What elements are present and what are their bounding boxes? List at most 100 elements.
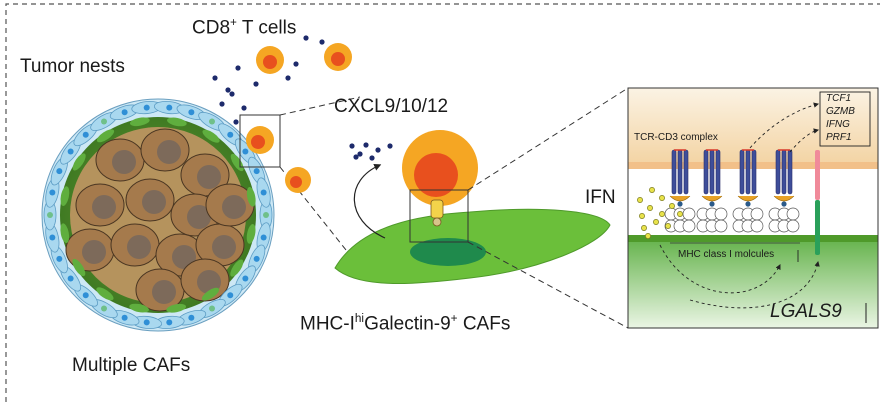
zoom-box-small <box>239 114 281 168</box>
caf-cell-nucleus <box>82 131 89 138</box>
peptide-dot <box>745 201 751 207</box>
green-caf-cell <box>201 287 220 301</box>
blue-caf-cells <box>43 101 273 329</box>
tcr-strand <box>775 149 781 195</box>
mhc-subunit <box>750 207 764 221</box>
mhc-subunit <box>786 219 800 233</box>
green-caf-cell <box>246 186 256 207</box>
chemokine-dot <box>375 147 381 153</box>
zoom-line-top <box>279 96 361 116</box>
chemokine-dot <box>349 143 355 149</box>
multiple-cafs-label: Multiple CAFs <box>72 355 191 376</box>
cd8-text: CD8 <box>192 17 231 39</box>
ifn-dot <box>637 197 643 203</box>
caf-cell-nucleus <box>263 212 269 218</box>
gene-tcf1: TCF1 <box>826 93 851 104</box>
chemokine-dot <box>363 142 369 148</box>
peptide-dot <box>709 201 715 207</box>
ifn-dot <box>659 195 665 201</box>
tcr-mhc-complexes <box>664 149 800 233</box>
cd8-sup: + <box>230 16 237 29</box>
chemokine-dot <box>219 101 225 107</box>
zoom-line-2-top <box>467 87 629 191</box>
tcr-strand <box>751 149 757 195</box>
ifn-dots <box>637 187 683 239</box>
mhc-subunit <box>714 219 728 233</box>
chemokine-dot <box>285 75 291 81</box>
caf-cell-nucleus <box>121 109 128 116</box>
tumor-cell-nucleus <box>127 235 151 259</box>
t-cell-top-2 <box>324 43 352 71</box>
chemokine-dot <box>229 91 235 97</box>
caf-cell-nucleus <box>253 255 260 262</box>
chemokine-dot <box>369 155 375 161</box>
zoom-line-2-bottom <box>467 241 629 329</box>
caf-sup2: + <box>450 312 458 325</box>
ifn-dot <box>653 219 659 225</box>
chemokine-dot <box>212 75 218 81</box>
tim3-bar <box>815 150 820 200</box>
tcr-strand <box>745 149 751 195</box>
gene-box <box>819 91 871 147</box>
ifn-dot <box>649 187 655 193</box>
tcr-strand <box>671 149 677 195</box>
tcr-strand <box>709 149 715 195</box>
tumor-cell-nucleus <box>187 205 211 229</box>
green-caf-cell <box>202 129 220 143</box>
caf-cell-nucleus <box>67 148 74 155</box>
tcr-strand <box>677 149 683 195</box>
green-caf-cell <box>72 153 86 171</box>
tcr-variable-domain <box>701 195 723 202</box>
lgals9-label: LGALS9 <box>770 301 842 322</box>
tcr-variable-domain <box>773 195 795 202</box>
tumor-cell-nucleus <box>112 150 136 174</box>
chemokine-dot <box>387 143 393 149</box>
tumor-cell-nucleus <box>212 235 236 259</box>
galectin9-bar <box>815 200 820 255</box>
caf-cell-nucleus <box>260 234 267 241</box>
ifn-loop-arrow <box>659 244 781 294</box>
caf-cell-nucleus <box>143 319 150 326</box>
chemokine-dot <box>233 119 239 125</box>
caf-cell-nucleus <box>67 275 74 282</box>
synapse-receptor <box>430 199 444 227</box>
chemokine-dot <box>303 35 309 41</box>
caf-cell-nucleus <box>188 109 195 116</box>
caf-cell-nucleus <box>56 168 63 175</box>
dashed-frame <box>5 3 880 402</box>
caf-cell-nucleus <box>166 319 173 326</box>
caf-cell-nucleus <box>242 275 249 282</box>
caf-cell-nucleus <box>227 131 234 138</box>
caf-cell-nucleus <box>82 292 89 299</box>
peptide-dot <box>781 201 787 207</box>
caf-cell-nucleus <box>166 104 173 111</box>
tcr-variable-domain <box>669 195 691 202</box>
caf-cell-nucleus <box>47 212 53 218</box>
secretion-arrow <box>353 163 386 239</box>
green-caf-cell <box>129 303 149 313</box>
ifn-dot <box>659 211 665 217</box>
t-cell-mid <box>246 126 274 154</box>
t-cell-top-1 <box>256 46 284 74</box>
tumor-cell-nucleus <box>92 195 116 219</box>
ifn-dot <box>645 233 651 239</box>
tumor-cell-nucleus <box>152 280 176 304</box>
ifn-dot <box>641 225 647 231</box>
t-cell-right <box>285 167 311 193</box>
mhc-subunit <box>682 207 696 221</box>
detail-panel-border <box>627 87 879 329</box>
tumor-cell-nucleus <box>82 240 106 264</box>
zoom-box-synapse <box>409 189 469 243</box>
caf-post: Galectin-9 <box>364 313 451 335</box>
caf-cell-nucleus <box>56 255 63 262</box>
caf-cell-nucleus <box>143 104 150 111</box>
caf-cell-nucleus <box>227 292 234 299</box>
green-caf-cell <box>230 259 244 277</box>
green-caf-cell <box>72 258 86 277</box>
tcr-strand <box>715 149 721 195</box>
tumor-cell-nucleus <box>142 190 166 214</box>
cd8-tail: T cells <box>236 17 297 39</box>
caf-cell-nucleus <box>101 118 107 125</box>
ifn-label: IFN <box>585 187 616 208</box>
